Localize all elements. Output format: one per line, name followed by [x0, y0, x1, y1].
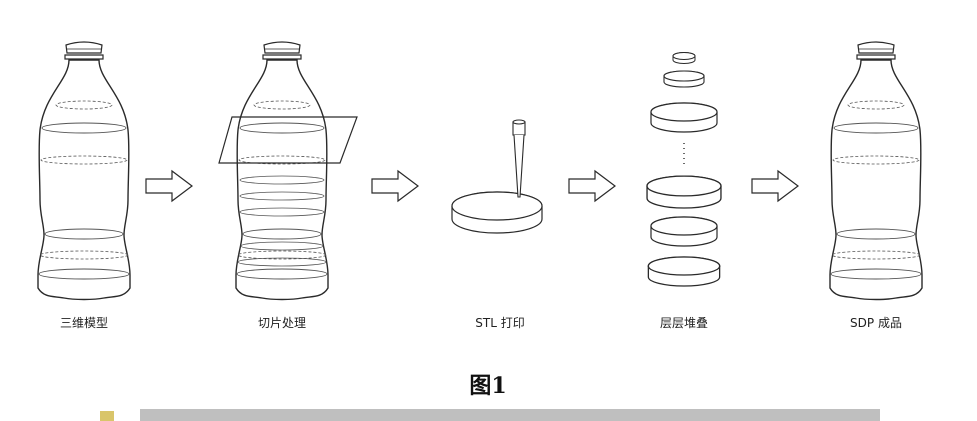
- bottle-finished-icon: [829, 41, 923, 301]
- arrow-right-icon: [568, 170, 616, 202]
- figure-caption: 图1: [469, 373, 506, 399]
- step-label-slicing: 切片处理: [258, 316, 306, 330]
- step-label-3d-model: 三维模型: [60, 316, 108, 330]
- cut-off-text-line: [100, 409, 880, 421]
- arrow-right-icon: [371, 170, 419, 202]
- bottle-sliced-icon: [218, 41, 358, 301]
- bottle-3d-model-icon: [37, 41, 131, 301]
- printer-nozzle-disk-icon: [451, 119, 543, 234]
- step-label-stl-print: STL 打印: [475, 316, 524, 330]
- arrow-right-icon: [145, 170, 193, 202]
- arrow-right-icon: [751, 170, 799, 202]
- stacked-layers-icon: [646, 52, 722, 287]
- step-label-sdp-product: SDP 成品: [850, 316, 902, 330]
- step-label-stacking: 层层堆叠: [660, 316, 708, 330]
